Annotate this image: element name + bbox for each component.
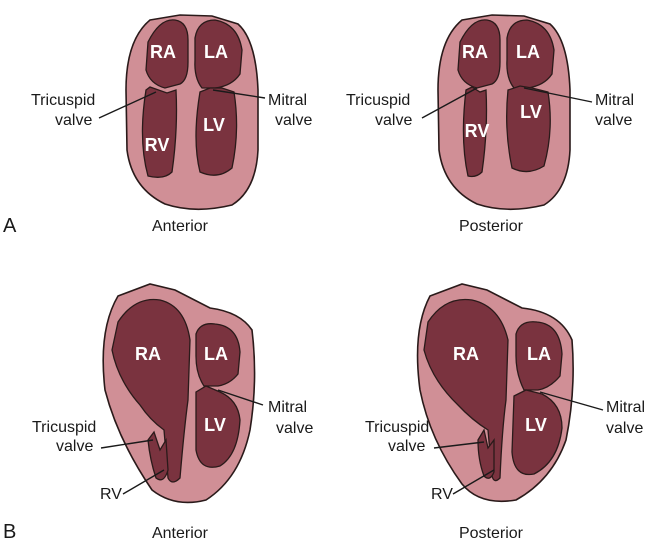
mitral-leader-line bbox=[539, 391, 604, 411]
la-label: LA bbox=[204, 344, 228, 364]
ra-label: RA bbox=[453, 344, 479, 364]
left-atrium-chamber bbox=[515, 321, 563, 391]
mitral-label-line1: Mitral bbox=[595, 92, 634, 109]
la-label: LA bbox=[204, 42, 228, 62]
panel-b-posterior: RA LA LV Tricuspid valve RV Mitral valve… bbox=[365, 283, 645, 542]
mitral-label-line1: Mitral bbox=[268, 92, 307, 109]
la-label: LA bbox=[527, 344, 551, 364]
left-ventricle-chamber bbox=[506, 85, 551, 173]
ra-label: RA bbox=[462, 42, 488, 62]
rv-label: RV bbox=[100, 486, 122, 503]
panel-b-anterior: RA LA LV Tricuspid valve RV Mitral valve… bbox=[32, 283, 313, 542]
mitral-label-line2: valve bbox=[276, 420, 313, 437]
tricuspid-label-line1: Tricuspid bbox=[346, 92, 410, 109]
view-label-anterior: Anterior bbox=[152, 218, 209, 235]
view-label-posterior: Posterior bbox=[459, 525, 524, 542]
view-label-posterior: Posterior bbox=[459, 218, 524, 235]
tricuspid-leader-line bbox=[98, 91, 157, 119]
lv-label: LV bbox=[520, 102, 542, 122]
mitral-label-line2: valve bbox=[606, 420, 643, 437]
ra-label: RA bbox=[150, 42, 176, 62]
left-ventricle-chamber bbox=[195, 385, 241, 468]
tricuspid-label-line2: valve bbox=[55, 112, 92, 129]
right-atrium-chamber bbox=[145, 19, 189, 89]
mitral-label-line2: valve bbox=[275, 112, 312, 129]
tricuspid-leader-line bbox=[100, 439, 154, 449]
ra-label: RA bbox=[135, 344, 161, 364]
right-atrium-chamber bbox=[423, 298, 509, 482]
tricuspid-label-line1: Tricuspid bbox=[32, 419, 96, 436]
rv-label: RV bbox=[145, 135, 170, 155]
left-atrium-chamber bbox=[194, 19, 243, 89]
panel-a-anterior: RA LA RV LV Tricuspid valve Mitral valve… bbox=[31, 14, 312, 235]
rv-leader-line bbox=[122, 469, 165, 495]
left-ventricle-chamber bbox=[511, 389, 563, 476]
la-label: LA bbox=[516, 42, 540, 62]
tricuspid-label-line2: valve bbox=[56, 438, 93, 455]
right-atrium-chamber bbox=[111, 298, 191, 483]
right-ventricle-chamber bbox=[462, 86, 488, 178]
lv-label: LV bbox=[204, 415, 226, 435]
lv-label: LV bbox=[525, 415, 547, 435]
rv-leader-line bbox=[452, 469, 495, 495]
lv-label: LV bbox=[203, 115, 225, 135]
right-atrium-chamber bbox=[457, 19, 501, 89]
tricuspid-label-line1: Tricuspid bbox=[31, 92, 95, 109]
tricuspid-label-line1: Tricuspid bbox=[365, 419, 429, 436]
mitral-label-line1: Mitral bbox=[268, 399, 307, 416]
rv-label: RV bbox=[465, 121, 490, 141]
panel-letter-b: B bbox=[3, 521, 16, 543]
left-atrium-chamber bbox=[506, 19, 555, 89]
tricuspid-label-line2: valve bbox=[375, 112, 412, 129]
tricuspid-label-line2: valve bbox=[388, 438, 425, 455]
mitral-leader-line bbox=[212, 89, 266, 99]
right-ventricle-chamber bbox=[147, 430, 169, 481]
mitral-label-line2: valve bbox=[595, 112, 632, 129]
mitral-leader-line bbox=[217, 389, 264, 406]
rv-label: RV bbox=[431, 486, 453, 503]
tricuspid-leader-line bbox=[433, 441, 485, 449]
view-label-anterior: Anterior bbox=[152, 525, 209, 542]
left-atrium-chamber bbox=[195, 323, 241, 387]
mitral-label-line1: Mitral bbox=[606, 399, 645, 416]
panel-letter-a: A bbox=[3, 215, 17, 237]
right-ventricle-chamber bbox=[141, 86, 178, 178]
tricuspid-leader-line bbox=[421, 87, 478, 119]
mitral-leader-line bbox=[523, 87, 593, 103]
left-ventricle-chamber bbox=[195, 87, 238, 176]
panel-a-posterior: RA LA RV LV Tricuspid valve Mitral valve… bbox=[346, 14, 634, 235]
